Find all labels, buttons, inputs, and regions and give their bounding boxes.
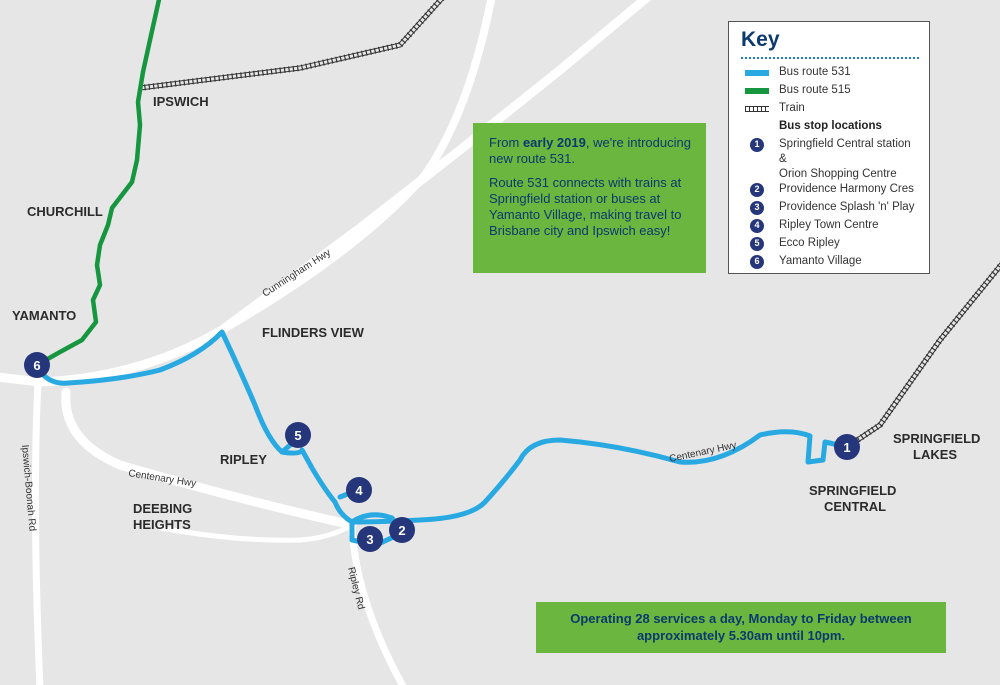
place-flinders-view: FLINDERS VIEW xyxy=(262,325,365,340)
intro-paragraph-1: From early 2019, we're introducing new r… xyxy=(489,135,691,166)
place-springfield-lakes-line1: SPRINGFIELD xyxy=(893,431,980,446)
place-deebing-heights-line1: DEEBING xyxy=(133,501,192,516)
train-track-icon xyxy=(745,105,769,112)
bus-stop-number: 4 xyxy=(355,483,363,498)
route-intro-box: From early 2019, we're introducing new r… xyxy=(473,123,706,273)
deebing-link-road xyxy=(157,522,355,543)
key-title: Key xyxy=(741,28,780,51)
key-divider xyxy=(741,57,919,59)
northern-road xyxy=(218,0,496,334)
bus-stop-marker xyxy=(285,422,311,448)
route-531-loop xyxy=(349,512,405,548)
bus-stop-5[interactable]: 5 xyxy=(285,422,311,448)
place-deebing-heights-line2: HEIGHTS xyxy=(133,517,191,532)
stop-2-icon: 2 xyxy=(750,182,764,197)
stop-5-icon: 5 xyxy=(750,236,764,251)
bus-stop-number: 5 xyxy=(294,428,301,443)
bus-stop-marker xyxy=(834,434,860,460)
place-springfield-central-line2: CENTRAL xyxy=(824,499,886,514)
bus-stop-number: 6 xyxy=(33,358,40,373)
map-key: Key Bus route 531 Bus route 515 Train Bu… xyxy=(728,21,930,274)
bus-stop-3[interactable]: 3 xyxy=(357,526,383,552)
stop-4-icon: 4 xyxy=(750,218,764,233)
bus-stop-marker xyxy=(346,477,372,503)
key-row-stop-heading: Bus stop locations xyxy=(779,120,882,132)
place-yamanto: YAMANTO xyxy=(12,308,76,323)
intro-paragraph-2: Route 531 connects with trains at Spring… xyxy=(489,175,682,238)
bus-stop-marker xyxy=(389,517,415,543)
place-springfield-lakes-line2: LAKES xyxy=(913,447,957,462)
train-line-east-ties xyxy=(846,263,1000,449)
place-churchill: CHURCHILL xyxy=(27,204,103,219)
bus-stop-1[interactable]: 1 xyxy=(834,434,860,460)
service-hours-line2: approximately 5.30am until 10pm. xyxy=(636,628,846,643)
key-row-stop-2: 2 Providence Harmony Cres xyxy=(741,182,919,200)
bus-stop-4[interactable]: 4 xyxy=(346,477,372,503)
bus-stop-marker xyxy=(24,352,50,378)
route-515-swatch-icon xyxy=(745,87,769,94)
bus-stop-2[interactable]: 2 xyxy=(389,517,415,543)
bus-stop-number: 1 xyxy=(843,440,850,455)
bus-route-515 xyxy=(34,0,162,368)
key-row-stop-3: 3 Providence Splash 'n' Play xyxy=(741,200,919,218)
bus-stop-number: 3 xyxy=(366,532,373,547)
bus-stop-6[interactable]: 6 xyxy=(24,352,50,378)
train-lines xyxy=(139,0,1000,450)
bus-stop-number: 2 xyxy=(398,523,405,538)
service-hours-line1: Operating 28 services a day, Monday to F… xyxy=(570,611,912,626)
place-springfield-central-line1: SPRINGFIELD xyxy=(809,483,896,498)
key-row-stop-1: 1 Springfield Central station &Orion Sho… xyxy=(741,137,919,182)
key-row-route-515: Bus route 515 xyxy=(741,83,919,101)
key-row-stop-4: 4 Ripley Town Centre xyxy=(741,218,919,236)
stop-3-icon: 3 xyxy=(750,200,764,215)
key-row-stop-5: 5 Ecco Ripley xyxy=(741,236,919,254)
key-row-route-531: Bus route 531 xyxy=(741,65,919,83)
ipswich-boonah-road xyxy=(31,378,44,685)
bus-stop-marker xyxy=(357,526,383,552)
route-531-swatch-icon xyxy=(745,69,769,76)
service-hours-box: Operating 28 services a day, Monday to F… xyxy=(536,602,946,653)
stop-1-icon: 1 xyxy=(750,137,764,152)
train-line-west-ties xyxy=(139,0,443,90)
ripley-road xyxy=(348,521,407,685)
key-row-stop-6: 6 Yamanto Village xyxy=(741,254,919,272)
key-row-train: Train xyxy=(741,101,919,119)
place-ripley: RIPLEY xyxy=(220,452,267,467)
route-531-main xyxy=(34,329,848,525)
place-ipswich: IPSWICH xyxy=(153,94,209,109)
centenary-hwy-road xyxy=(61,387,357,530)
stop-6-icon: 6 xyxy=(750,254,764,269)
